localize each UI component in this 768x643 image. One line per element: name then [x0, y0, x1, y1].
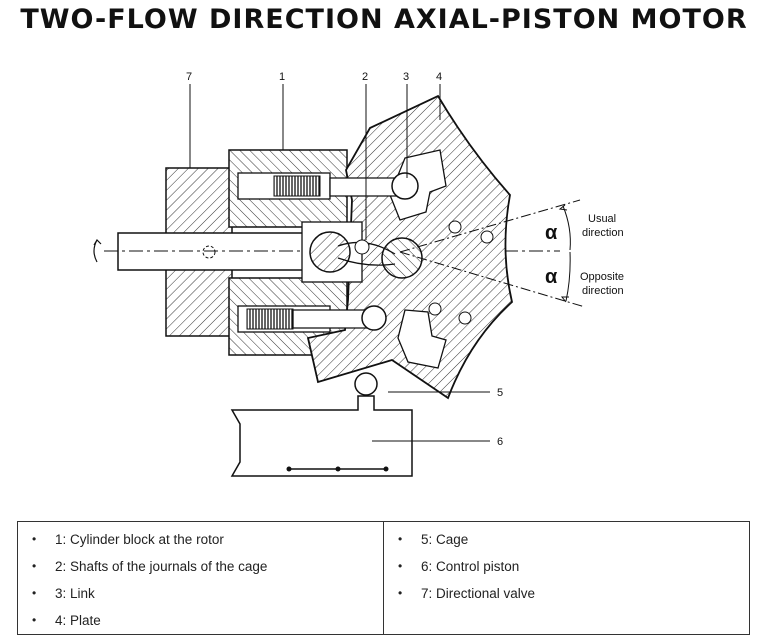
callout-1: 1 — [279, 71, 285, 83]
tilt-angle-lines — [399, 199, 586, 308]
legend-item-4: 4: Plate — [28, 607, 373, 634]
callout-6: 6 — [497, 436, 503, 448]
opposite-direction-label-2: direction — [582, 285, 624, 297]
motor-diagram: 7 1 2 3 4 5 6 α α Usual direction Opposi… — [93, 71, 624, 477]
legend-item-5: 5: Cage — [394, 526, 739, 553]
piston-links — [292, 172, 419, 331]
legend-item-2: 2: Shafts of the journals of the cage — [28, 553, 373, 580]
legend-column-right: 5: Cage 6: Control piston 7: Directional… — [383, 522, 749, 634]
alpha-upper: α — [545, 222, 558, 244]
legend-column-left: 1: Cylinder block at the rotor 2: Shafts… — [18, 522, 383, 634]
cylinder-block — [228, 149, 348, 356]
callout-3: 3 — [403, 71, 409, 83]
callout-5: 5 — [497, 387, 503, 399]
usual-direction-label-2: direction — [582, 227, 624, 239]
callout-2: 2 — [362, 71, 368, 83]
callout-leaders — [189, 84, 490, 442]
usual-direction-label-1: Usual — [588, 213, 616, 225]
callout-numbers: 7 1 2 3 4 5 6 — [186, 71, 503, 448]
alpha-lower: α — [545, 266, 558, 288]
page-title: TWO-FLOW DIRECTION AXIAL-PISTON MOTOR — [20, 4, 748, 35]
control-piston — [230, 372, 413, 477]
parts-legend: 1: Cylinder block at the rotor 2: Shafts… — [17, 521, 750, 635]
legend-item-6: 6: Control piston — [394, 553, 739, 580]
legend-item-7: 7: Directional valve — [394, 580, 739, 607]
callout-4: 4 — [436, 71, 442, 83]
journal-shafts — [309, 231, 423, 279]
opposite-direction-label-1: Opposite — [580, 271, 624, 283]
callout-7: 7 — [186, 71, 192, 83]
angle-labels: α α Usual direction Opposite direction — [545, 213, 624, 297]
legend-item-1: 1: Cylinder block at the rotor — [28, 526, 373, 553]
legend-item-3: 3: Link — [28, 580, 373, 607]
